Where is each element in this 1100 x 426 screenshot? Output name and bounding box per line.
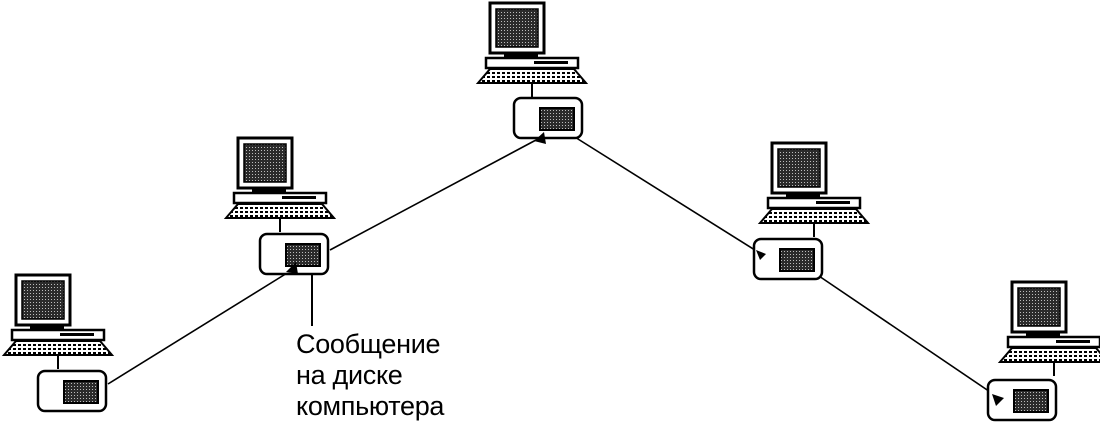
- arrow-head: [534, 132, 546, 144]
- network-node: [476, 1, 588, 140]
- network-node: [224, 136, 336, 276]
- network-link: [107, 269, 293, 385]
- arrow-head: [992, 394, 1004, 406]
- network-link: [815, 273, 1003, 401]
- computer-icon: [998, 280, 1100, 378]
- network-node: [752, 141, 870, 281]
- caption-line: Сообщение: [296, 329, 441, 359]
- network-node: [986, 280, 1100, 422]
- computer-icon: [476, 1, 588, 99]
- caption-line: компьютера: [296, 391, 445, 421]
- disk-icon: [512, 96, 584, 140]
- computer-icon: [2, 273, 114, 371]
- arrow-head: [286, 262, 298, 274]
- network-link: [329, 139, 537, 251]
- network-links: [107, 133, 1003, 401]
- link-arrows: [286, 132, 1004, 406]
- network-link: [569, 133, 767, 258]
- computer-icon: [758, 141, 870, 239]
- disk-icon: [752, 237, 824, 281]
- disk-icon: [36, 369, 108, 413]
- computer-icon: [224, 136, 336, 234]
- message-on-disk-caption: Сообщение на диске компьютера: [296, 329, 496, 422]
- arrow-head: [756, 250, 766, 260]
- caption-line: на диске: [296, 360, 403, 390]
- network-node: [2, 273, 114, 413]
